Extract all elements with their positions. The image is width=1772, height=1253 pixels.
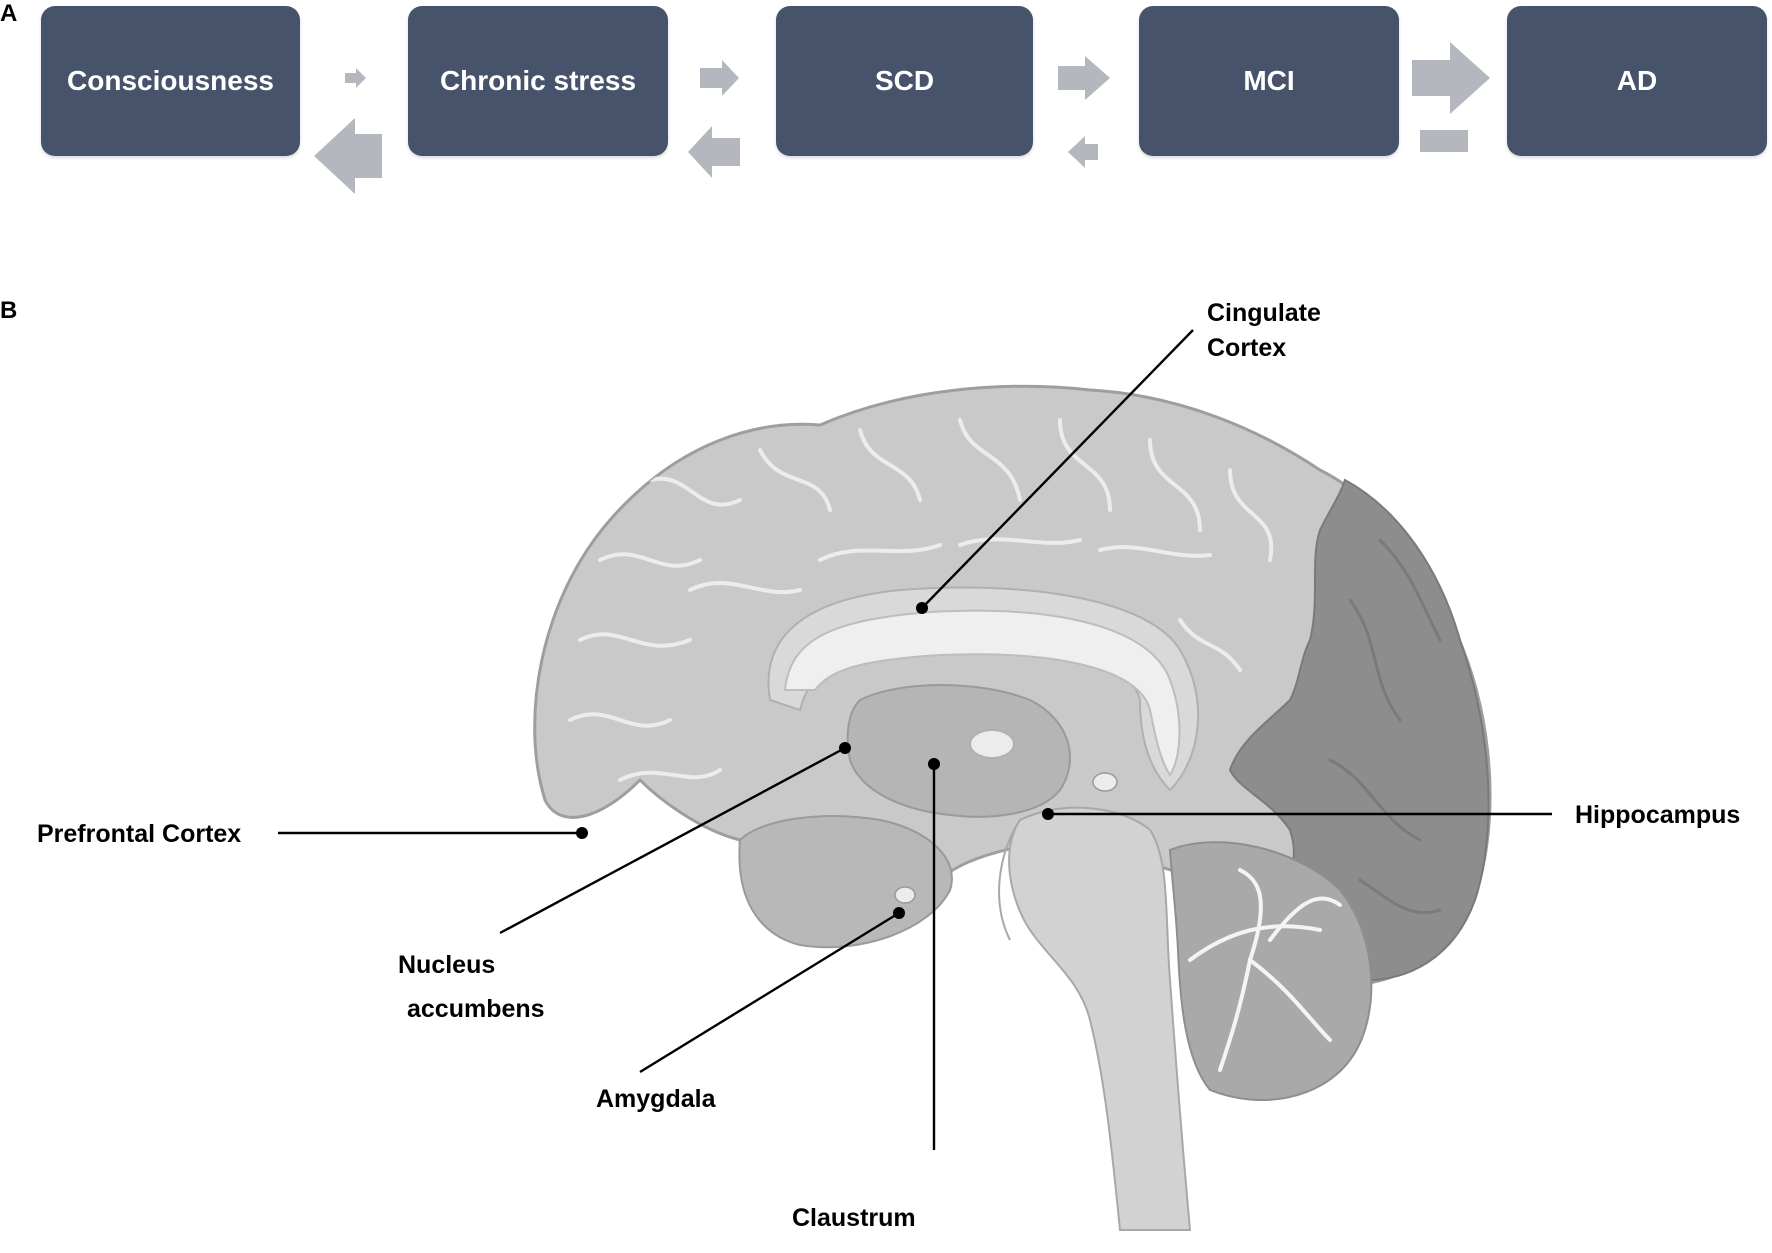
forward-arrow-icon [1058,56,1110,100]
label-amygdala: Amygdala [596,1085,717,1113]
forward-arrow-icon [700,60,739,96]
amygdala-dot [893,907,905,919]
stage-label: AD [1616,65,1658,96]
stage-label: Consciousness [67,65,274,96]
brainstem [1008,806,1192,1231]
backward-arrow-icon [688,126,740,178]
label-claustrum: Claustrum [792,1204,916,1232]
backward-arrow-icon [1068,136,1098,168]
backward-arrow-icon [314,118,382,194]
cingulate-dot [916,602,928,614]
label-prefrontal: Prefrontal Cortex [37,820,241,848]
stage-label: MCI [1243,65,1295,96]
panel-b-label: B [0,297,18,324]
stage-mci: MCI [1139,6,1399,156]
stage-label: Chronic stress [439,65,637,96]
label-hippocampus: Hippocampus [1575,801,1740,829]
temporal-lobe [738,815,953,949]
nucleus-dot [839,742,851,754]
thalamus-highlight [969,729,1015,759]
stage-consciousness: Consciousness [41,6,300,156]
pituitary-highlight [1092,772,1118,792]
prefrontal-dot [576,827,588,839]
forward-arrow-icon [1412,42,1490,114]
cingulate-leader [921,329,1194,609]
cerebellum [1168,841,1373,1101]
claustrum-dot [928,758,940,770]
forward-arrow-icon [345,68,366,88]
corpus-callosum [783,609,1181,777]
label-nucleus-line2: accumbens [407,995,545,1023]
nucleus-leader [499,746,846,935]
amygdala-leader [639,911,900,1074]
stage-ad: AD [1507,6,1767,156]
stage-chronic-stress: Chronic stress [408,6,668,156]
label-nucleus-line1: Nucleus [398,951,495,979]
panel-a-label: A [0,0,18,27]
hippocampus-dot [1042,808,1054,820]
stage-scd: SCD [776,6,1033,156]
optic-highlight [894,886,916,904]
transition-arrows [314,42,1490,194]
thalamus [846,684,1071,818]
label-cingulate-line1: Cingulate [1207,299,1321,327]
stage-label: SCD [874,65,935,96]
label-cingulate-line2: Cortex [1207,334,1286,362]
backward-bar [1420,130,1468,152]
